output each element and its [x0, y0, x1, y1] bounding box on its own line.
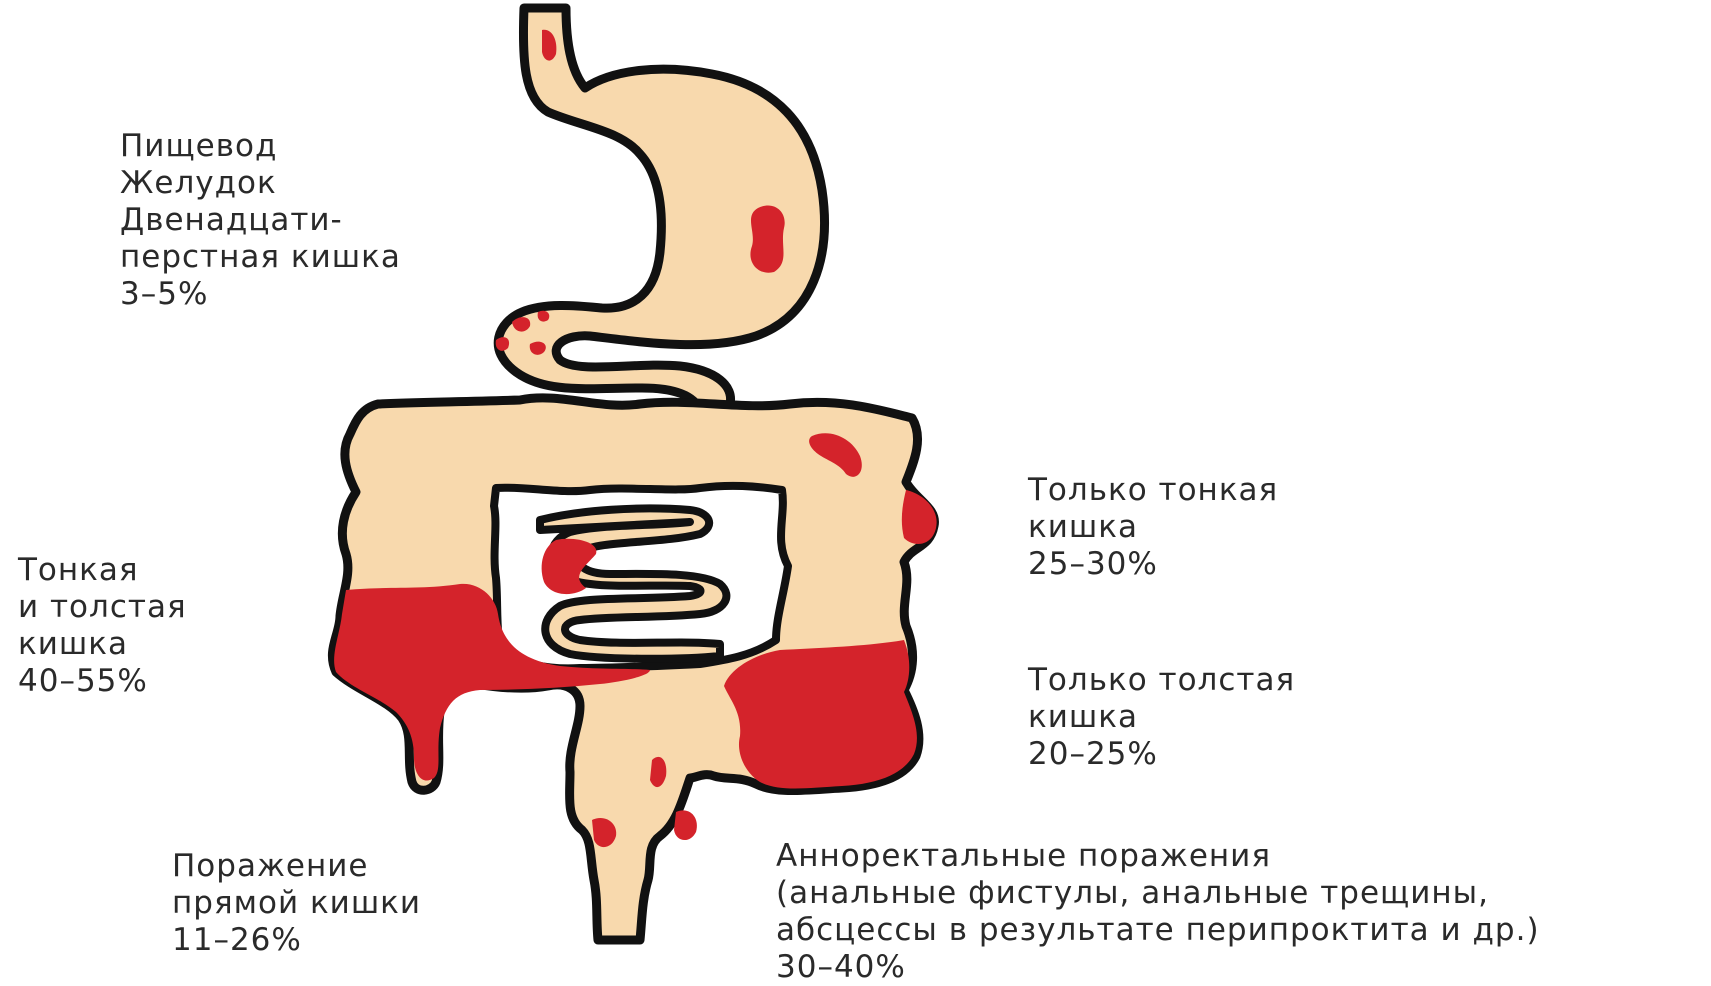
label-rectum: Поражение прямой кишки 11–26%	[172, 848, 421, 959]
label-small-only-line-2: кишка	[1028, 509, 1278, 546]
label-rectum-line-2: прямой кишки	[172, 885, 421, 922]
label-small-only-line-1: Только тонкая	[1028, 472, 1278, 509]
label-small-only: Только тонкая кишка 25–30%	[1028, 472, 1278, 583]
lesion-duodenum-3	[496, 337, 509, 351]
label-upper-gi-line-1: Пищевод	[120, 128, 401, 165]
label-small-and-large-line-2: и толстая	[18, 589, 187, 626]
label-small-and-large-line-1: Тонкая	[18, 552, 187, 589]
lesion-stomach	[750, 205, 784, 272]
label-upper-gi-line-4: перстная кишка	[120, 239, 401, 276]
lesion-small-only-bulge	[902, 490, 937, 544]
label-small-and-large-line-3: кишка	[18, 626, 187, 663]
label-anorectal-line-3: абсцессы в результате перипроктита и др.…	[776, 912, 1540, 949]
label-rectum-line-1: Поражение	[172, 848, 421, 885]
label-anorectal-percent: 30–40%	[776, 949, 1540, 986]
label-rectum-percent: 11–26%	[172, 922, 421, 959]
label-small-only-percent: 25–30%	[1028, 546, 1278, 583]
label-large-only-percent: 20–25%	[1028, 736, 1295, 773]
label-anorectal-line-2: (анальные фистулы, анальные трещины,	[776, 875, 1540, 912]
label-upper-gi: Пищевод Желудок Двенадцати- перстная киш…	[120, 128, 401, 313]
label-anorectal: Анноректальные поражения (анальные фисту…	[776, 838, 1540, 986]
label-small-and-large-percent: 40–55%	[18, 663, 187, 700]
label-upper-gi-line-3: Двенадцати-	[120, 202, 401, 239]
label-large-only-line-1: Только толстая	[1028, 662, 1295, 699]
label-anorectal-line-1: Анноректальные поражения	[776, 838, 1540, 875]
label-upper-gi-percent: 3–5%	[120, 276, 401, 313]
label-small-and-large: Тонкая и толстая кишка 40–55%	[18, 552, 187, 700]
lesion-rectum-2	[674, 810, 697, 840]
lesion-large-only-region	[724, 640, 917, 789]
label-large-only: Только толстая кишка 20–25%	[1028, 662, 1295, 773]
label-upper-gi-line-2: Желудок	[120, 165, 401, 202]
label-large-only-line-2: кишка	[1028, 699, 1295, 736]
